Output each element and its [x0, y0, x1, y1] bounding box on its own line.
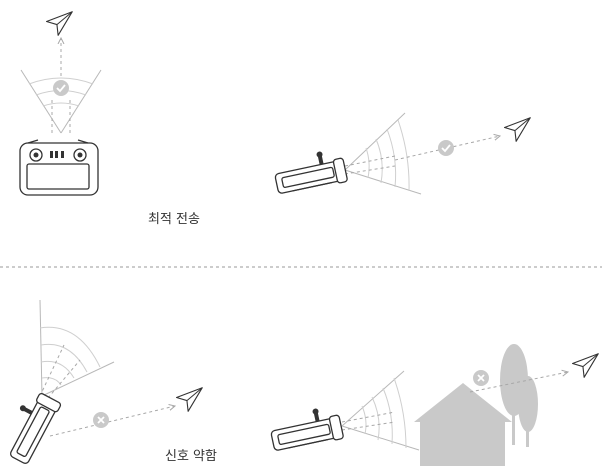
house-icon	[414, 383, 512, 466]
remote-controller-icon	[268, 404, 344, 453]
tree-icon	[500, 344, 538, 447]
panel-optimal-horizontal	[272, 111, 536, 196]
panel-weak-tilted	[0, 300, 208, 466]
caption-optimal: 최적 전송	[148, 212, 200, 227]
cross-circle-icon	[473, 370, 489, 386]
panel-optimal-vertical	[20, 5, 101, 195]
remote-controller-icon	[272, 147, 348, 196]
remote-controller-icon	[0, 387, 61, 465]
check-circle-icon	[438, 140, 454, 156]
paper-plane-icon	[47, 5, 78, 36]
cross-circle-icon	[93, 412, 109, 428]
panel-weak-obstacle	[268, 344, 602, 466]
paper-plane-icon	[573, 347, 602, 378]
paper-plane-icon	[505, 111, 536, 142]
caption-weak: 신호 약함	[165, 449, 217, 464]
remote-controller-icon	[20, 140, 98, 195]
check-circle-icon	[53, 80, 69, 96]
paper-plane-icon	[177, 381, 208, 412]
